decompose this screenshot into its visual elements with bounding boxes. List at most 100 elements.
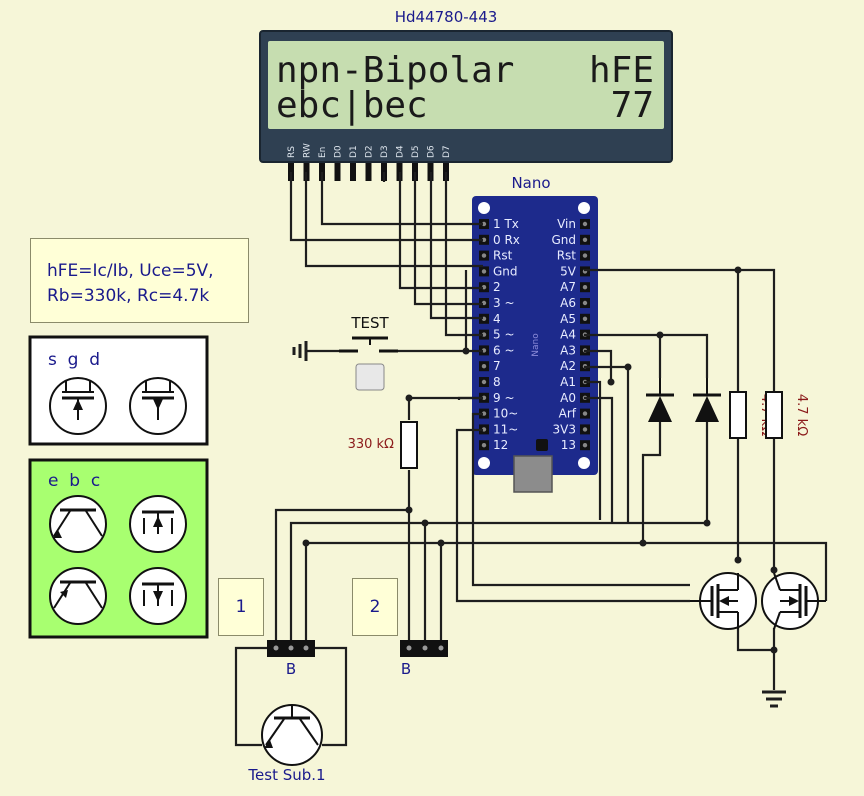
nano-pin-left-label: 5 ~: [493, 328, 515, 342]
wire-junction: [734, 266, 742, 274]
nano-label: Nano: [511, 174, 550, 192]
wire-junction: [639, 539, 647, 547]
lcd-pin: [350, 163, 356, 181]
lcd-pin-label: RS: [287, 146, 297, 158]
formula-note: hFE=Ic/Ib, Uce=5V, Rb=330k, Rc=4.7k: [30, 238, 249, 323]
nano-pin-left-label: 6 ~: [493, 343, 515, 357]
wire-junction: [703, 519, 711, 527]
lcd-line2-text: ebc|bec: [276, 85, 428, 126]
nano-pin-right: Vin: [557, 217, 590, 231]
lcd-pin-label: En: [318, 147, 328, 158]
lcd-pin-label: D0: [334, 145, 344, 158]
test-subject-transistor[interactable]: [261, 704, 323, 766]
nano-pin-right-label: A4: [560, 328, 576, 342]
lcd-line2-value: 77: [611, 85, 654, 126]
nano-pin-right-label: A7: [560, 280, 576, 294]
diode-1: [646, 378, 674, 422]
nano-pin-left: 6 ~: [479, 343, 515, 357]
nano-pin-right-label: A3: [560, 343, 576, 357]
socket-1-pin-label: B: [286, 660, 296, 678]
lcd-line1-value: hFE: [589, 50, 654, 91]
nano-pin-right-label: 3V3: [553, 422, 576, 436]
nano-pin-right-label: Vin: [557, 217, 576, 231]
nano-pin-left-label: 12: [493, 438, 508, 452]
wire-junction: [421, 519, 429, 527]
socket-2-pin-label: B: [401, 660, 411, 678]
socket-2-number: 2: [369, 597, 381, 617]
test-button-label: TEST: [350, 314, 389, 332]
lcd-pin-label: D7: [442, 145, 452, 158]
nano-chip-text: Nano: [531, 333, 541, 357]
test-button[interactable]: [339, 336, 398, 391]
lcd-pin-label: D1: [349, 145, 359, 158]
socket-2-note: 2: [352, 578, 398, 636]
wire-junction: [607, 378, 615, 386]
bjt-symbol-pnp: [49, 567, 107, 625]
lcd-pin: [365, 163, 372, 181]
nano-pin-left: 7: [479, 359, 501, 373]
lcd-pin-label: D6: [427, 145, 437, 158]
nano-pin-left-label: 8: [493, 375, 501, 389]
mosfet-p-channel: [761, 572, 826, 630]
nano-pin-left-label: 2: [493, 280, 501, 294]
fet-symbol-p: [129, 377, 187, 435]
wire-junction: [462, 347, 470, 355]
wire-junction: [656, 331, 664, 339]
wire-junction: [624, 363, 632, 371]
nano-pin-left-label: 11~: [493, 422, 518, 436]
wire-junction: [405, 394, 413, 402]
ground-symbol-right: [762, 690, 786, 708]
nano-pin-left: 5 ~: [479, 328, 515, 342]
bjt-symbol-npn: [49, 495, 107, 553]
wire-junction: [734, 556, 742, 564]
lcd-pin-row: [288, 163, 449, 181]
lcd-pin-label: D2: [365, 145, 375, 158]
resistor-4k7-2: [765, 391, 783, 439]
wire-junction: [302, 539, 310, 547]
nano-pin-right: Arf: [559, 407, 590, 421]
wire-junctions: [302, 266, 778, 654]
wire-junction: [437, 539, 445, 547]
nano-pin-left: Rst: [479, 249, 513, 263]
resistor-330k: [400, 421, 418, 469]
lcd-part-label: Hd44780-443: [395, 8, 498, 26]
nano-pin-left-label: 0 Rx: [493, 233, 520, 247]
socket-1-note: 1: [218, 578, 264, 636]
nano-pin-right: A6: [560, 296, 590, 310]
test-socket-2[interactable]: [400, 640, 448, 657]
nano-pin-left-label: Gnd: [493, 264, 518, 278]
fet-symbol-box-2: [129, 567, 187, 625]
nano-pin-left-label: 3 ~: [493, 296, 515, 310]
test-subject-label: Test Sub.1: [247, 766, 325, 784]
nano-pin-right-label: Rst: [557, 249, 577, 263]
nano-pin-right-label: A5: [560, 312, 576, 326]
fet-reference-box: s g d: [28, 335, 209, 446]
wire-junction: [770, 566, 778, 574]
nano-pin-right: Gnd: [551, 233, 590, 247]
nano-pin-left-label: 7: [493, 359, 501, 373]
wire-junction: [770, 646, 778, 654]
fet-pin-order-label: s g d: [48, 350, 100, 370]
diode-2: [693, 378, 721, 422]
nano-pin-left: 11~: [479, 422, 518, 436]
nano-pin-left-label: Rst: [493, 249, 513, 263]
circuit-wires: [274, 172, 828, 690]
nano-pin-left-label: 10~: [493, 407, 518, 421]
socket-1-number: 1: [235, 597, 247, 617]
lcd-pin-label: D5: [411, 145, 421, 158]
lcd-pin-label: RW: [303, 143, 313, 158]
lcd-pin: [334, 163, 341, 181]
nano-pin-right-label: 5V: [560, 264, 577, 278]
bjt-pin-order-label: e b c: [48, 471, 100, 491]
wire-junction: [405, 506, 413, 514]
test-socket-1[interactable]: [267, 640, 315, 657]
fet-symbol-n: [49, 377, 107, 435]
nano-pin-left-label: 9 ~: [493, 391, 515, 405]
ground-symbol-left: [292, 341, 308, 361]
nano-pin-right-label: Arf: [559, 407, 577, 421]
